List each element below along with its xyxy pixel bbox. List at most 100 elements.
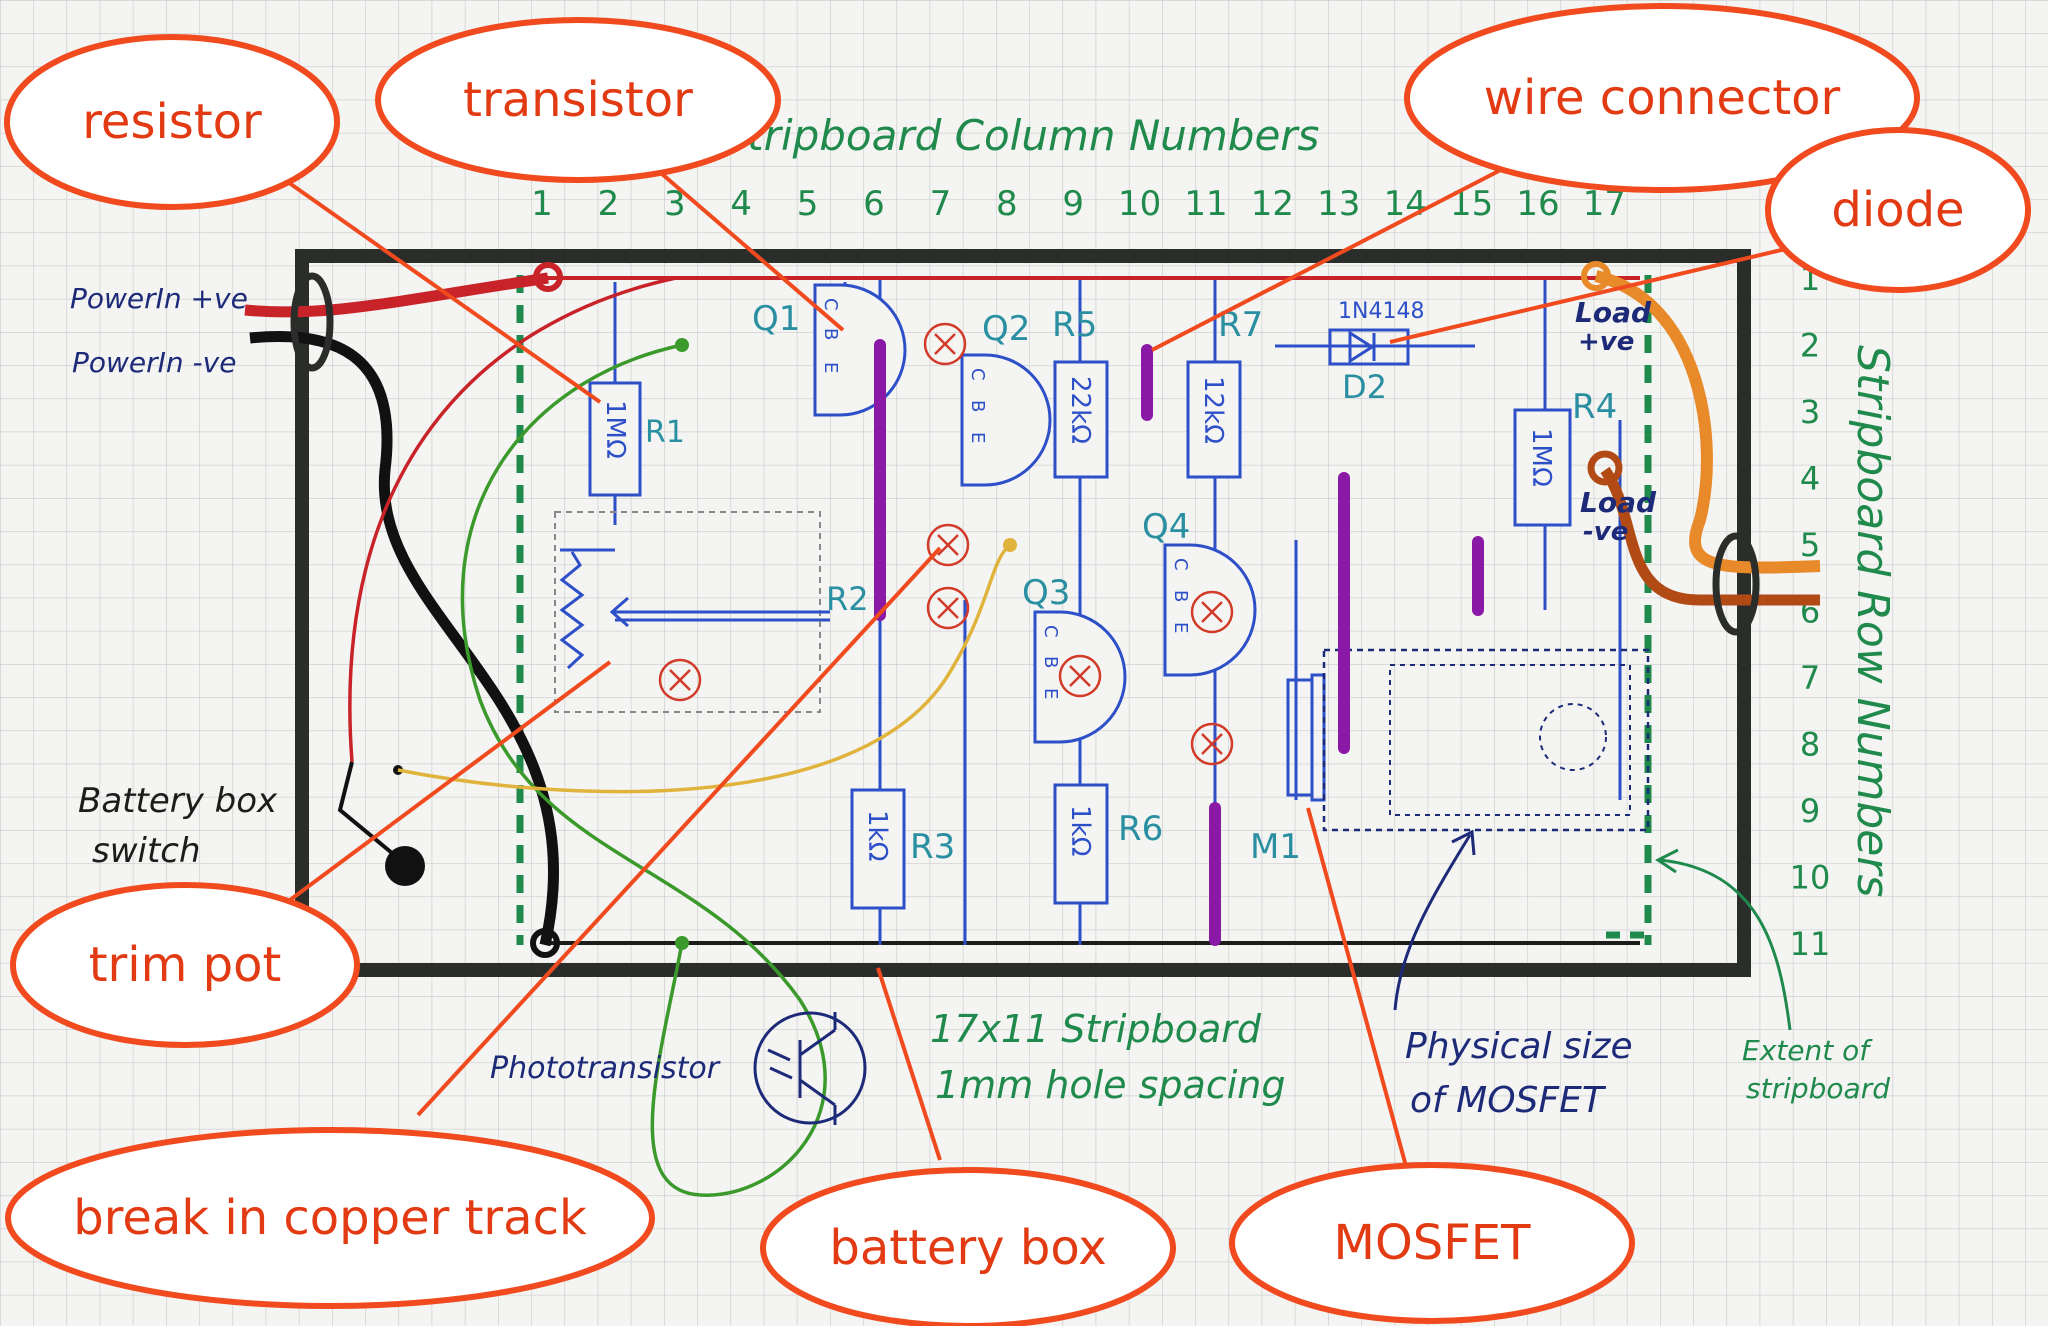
svg-text:B: B	[1040, 656, 1061, 668]
callout-battery-box: battery box	[760, 1167, 1176, 1326]
label-d2: D2	[1342, 368, 1387, 406]
column-number-7: 7	[930, 184, 952, 224]
svg-text:1kΩ: 1kΩ	[1065, 805, 1095, 856]
battery-switch-lever	[337, 761, 400, 860]
label-q4: Q4	[1142, 507, 1190, 547]
resistor-r6: 1kΩ	[1053, 783, 1109, 905]
row-number-7: 7	[1800, 659, 1820, 697]
svg-text:resistor: resistor	[82, 94, 262, 150]
phototransistor-label: Phototransistor	[490, 1051, 721, 1086]
row-number-4: 4	[1800, 460, 1820, 498]
svg-text:C: C	[820, 298, 841, 311]
column-number-4: 4	[730, 184, 752, 224]
svg-text:E: E	[1170, 622, 1191, 633]
row-number-8: 8	[1800, 726, 1820, 764]
label-r3: R3	[910, 827, 955, 867]
svg-text:B: B	[820, 328, 841, 340]
load-negative-solder-point	[1587, 450, 1623, 486]
label-r1: R1	[645, 415, 685, 450]
svg-text:C: C	[1040, 625, 1061, 638]
svg-text:Load: Load	[1575, 296, 1652, 329]
column-number-3: 3	[664, 184, 686, 224]
extent-note: Extent of stripboard	[1742, 1034, 1890, 1105]
power-positive-solder-point	[533, 262, 563, 292]
column-number-5: 5	[797, 184, 819, 224]
svg-text:Battery box: Battery box	[78, 781, 278, 821]
mosfet-size-arrow	[1393, 834, 1472, 1011]
callout-trim-pot: trim pot	[10, 882, 360, 1048]
svg-text:1kΩ: 1kΩ	[862, 810, 892, 861]
green-wire-end-bottom	[675, 936, 689, 950]
column-number-10: 10	[1118, 184, 1161, 224]
column-number-2: 2	[598, 184, 620, 224]
svg-text:MOSFET: MOSFET	[1334, 1215, 1532, 1271]
power-negative-solder-point	[530, 928, 560, 958]
row-number-10: 10	[1790, 859, 1831, 897]
svg-text:17x11 Stripboard: 17x11 Stripboard	[930, 1007, 1262, 1051]
extent-arrow	[1659, 858, 1792, 1031]
svg-text:transistor: transistor	[463, 72, 693, 128]
svg-text:1mm hole spacing: 1mm hole spacing	[935, 1063, 1286, 1107]
phototransistor-green-wire	[460, 343, 827, 1197]
mosfet-size-arrowhead	[1451, 829, 1476, 856]
svg-text:C: C	[967, 368, 988, 381]
row-number-9: 9	[1800, 792, 1820, 830]
mosfet-m1	[1286, 648, 1650, 832]
svg-text:Physical size: Physical size	[1405, 1026, 1633, 1067]
label-q2: Q2	[982, 309, 1030, 349]
resistor-r7: 12kΩ	[1186, 360, 1242, 479]
svg-text:Load: Load	[1580, 486, 1657, 519]
row-numbers-title: Stripboard Row Numbers	[1847, 345, 1898, 897]
load-negative-label: Load -ve	[1580, 486, 1657, 547]
label-r2: R2	[826, 580, 869, 618]
label-diode-part: 1N4148	[1338, 299, 1424, 324]
svg-text:1MΩ: 1MΩ	[1526, 428, 1556, 487]
column-number-8: 8	[996, 184, 1018, 224]
load-positive-wire	[1594, 270, 1821, 574]
power-in-negative-wire	[249, 330, 559, 947]
svg-text:E: E	[820, 362, 841, 373]
row-number-3: 3	[1800, 393, 1820, 431]
column-number-11: 11	[1184, 184, 1227, 224]
svg-text:PowerIn +ve: PowerIn +ve	[70, 282, 248, 315]
power-in-positive-wire	[244, 272, 549, 318]
resistor-r4: 1MΩ	[1513, 408, 1572, 527]
svg-text:Extent of: Extent of	[1742, 1034, 1873, 1067]
svg-text:-ve: -ve	[1583, 517, 1628, 547]
resistor-r3: 1kΩ	[850, 788, 906, 910]
grommet-right	[1712, 532, 1760, 636]
mosfet-size-note: Physical size of MOSFET	[1405, 1026, 1633, 1121]
svg-text:battery box: battery box	[829, 1220, 1106, 1276]
phototransistor-symbol	[753, 1011, 867, 1125]
svg-text:C: C	[1170, 558, 1191, 571]
svg-text:switch: switch	[92, 831, 201, 871]
label-r4: R4	[1572, 387, 1617, 427]
svg-text:trim pot: trim pot	[89, 937, 282, 993]
switch-wire	[348, 276, 677, 763]
svg-text:of MOSFET: of MOSFET	[1410, 1080, 1607, 1121]
callout-diode: diode	[1765, 127, 2031, 293]
svg-text:12kΩ: 12kΩ	[1198, 376, 1228, 444]
extent-arrowhead	[1655, 848, 1679, 874]
callout-break-in-copper-track: break in copper track	[5, 1127, 655, 1309]
column-number-9: 9	[1062, 184, 1084, 224]
trim-pot-wiper-arrow	[609, 596, 629, 628]
column-number-1: 1	[531, 184, 553, 224]
svg-text:stripboard: stripboard	[1746, 1072, 1890, 1105]
battery-switch-knob	[385, 846, 425, 886]
row-number-5: 5	[1800, 526, 1820, 564]
label-m1: M1	[1250, 827, 1301, 867]
svg-text:E: E	[967, 432, 988, 443]
column-number-15: 15	[1450, 184, 1493, 224]
trim-pot-resistor-zigzag	[559, 551, 585, 670]
svg-text:B: B	[967, 400, 988, 412]
svg-text:wire connector: wire connector	[1484, 70, 1841, 126]
label-r5: R5	[1052, 305, 1097, 345]
track-breaks	[658, 322, 1234, 766]
svg-text:+ve: +ve	[1578, 327, 1634, 357]
label-r6: R6	[1118, 809, 1163, 849]
battery-box-outline	[295, 249, 1751, 977]
svg-text:1MΩ: 1MΩ	[600, 400, 630, 459]
